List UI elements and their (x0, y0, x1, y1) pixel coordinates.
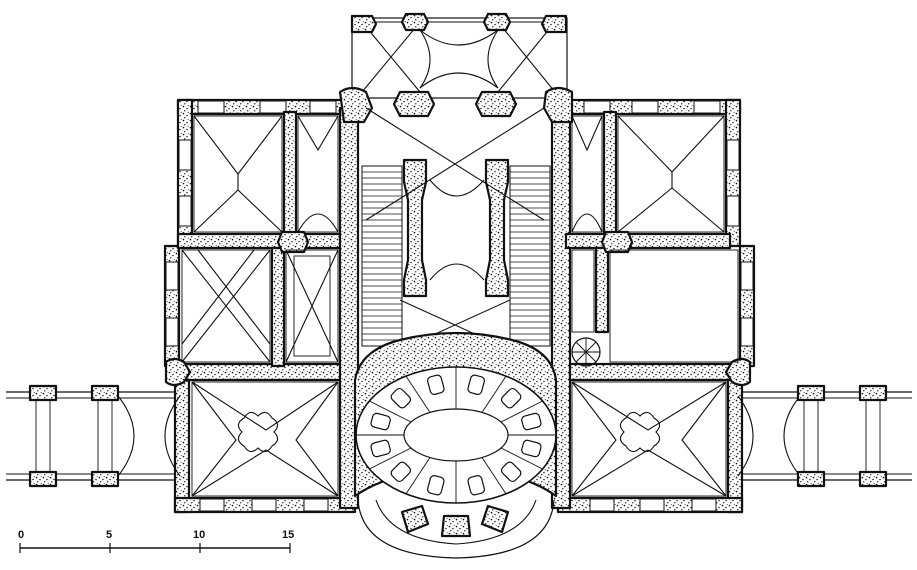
stair-right-flight (509, 165, 551, 347)
oval-niche (427, 374, 445, 395)
right-bottom-room (571, 381, 727, 497)
oval-niche (467, 475, 485, 496)
east-col-pier-2 (796, 470, 826, 488)
oval-niche (427, 475, 445, 496)
oval-rib (369, 400, 412, 423)
oval-rib (481, 375, 507, 413)
west-col-pier-2 (28, 470, 58, 488)
oval-niches (370, 374, 542, 496)
oval-niche (467, 374, 485, 395)
portico-pier-nw (350, 14, 378, 34)
hall-pier-ne (542, 86, 574, 124)
oval-rib (405, 457, 431, 495)
north-portico (350, 12, 568, 99)
scale-bar: 0 5 10 15 (18, 529, 294, 553)
oval-niche (500, 461, 522, 483)
central-stair-hall (361, 107, 551, 351)
hall-pier-n2 (474, 90, 518, 118)
oval-niche (521, 412, 542, 431)
oval-ribs (356, 367, 556, 503)
left-middle-rooms (181, 249, 339, 363)
scale-label-15: 15 (282, 529, 294, 541)
stair-pier-left (402, 158, 428, 298)
stair-left-flight (361, 165, 403, 347)
oval-rib (500, 447, 543, 470)
oval-niche (370, 439, 391, 458)
hall-pier-nw (338, 86, 374, 124)
right-middle-rooms (571, 249, 739, 367)
east-col-pier-3 (858, 384, 888, 402)
scale-label-5: 5 (106, 529, 112, 541)
portico-pier-ne (540, 14, 568, 34)
hall-pier-n1 (392, 90, 436, 118)
scale-label-0: 0 (18, 529, 24, 541)
left-top-rooms (193, 115, 339, 233)
stair-pier-right (484, 158, 510, 298)
west-col-pier-4 (90, 470, 120, 488)
west-col-pier-1 (28, 384, 58, 402)
apse-pier-3 (480, 504, 510, 534)
oval-niche (500, 387, 522, 409)
oval-rib (500, 400, 543, 423)
portico-pier-nc1 (400, 12, 430, 32)
right-top-rooms (571, 115, 725, 233)
oval-rib (405, 375, 431, 413)
oval-rib (369, 447, 412, 470)
oval-rib (481, 457, 507, 495)
oval-niche (390, 387, 412, 409)
left-bottom-room (191, 381, 339, 497)
oval-salon (353, 331, 558, 559)
oval-niche (390, 461, 412, 483)
east-col-pier-4 (858, 470, 888, 488)
apse-pier-2 (440, 514, 472, 538)
east-col-pier-1 (796, 384, 826, 402)
apse-pier-1 (400, 504, 430, 534)
west-col-pier-3 (90, 384, 120, 402)
east-colonnade (737, 384, 912, 488)
scale-label-10: 10 (193, 529, 205, 541)
oval-niche (521, 439, 542, 458)
oval-niche (370, 412, 391, 431)
west-colonnade (6, 384, 181, 488)
portico-pier-nc2 (482, 12, 512, 32)
